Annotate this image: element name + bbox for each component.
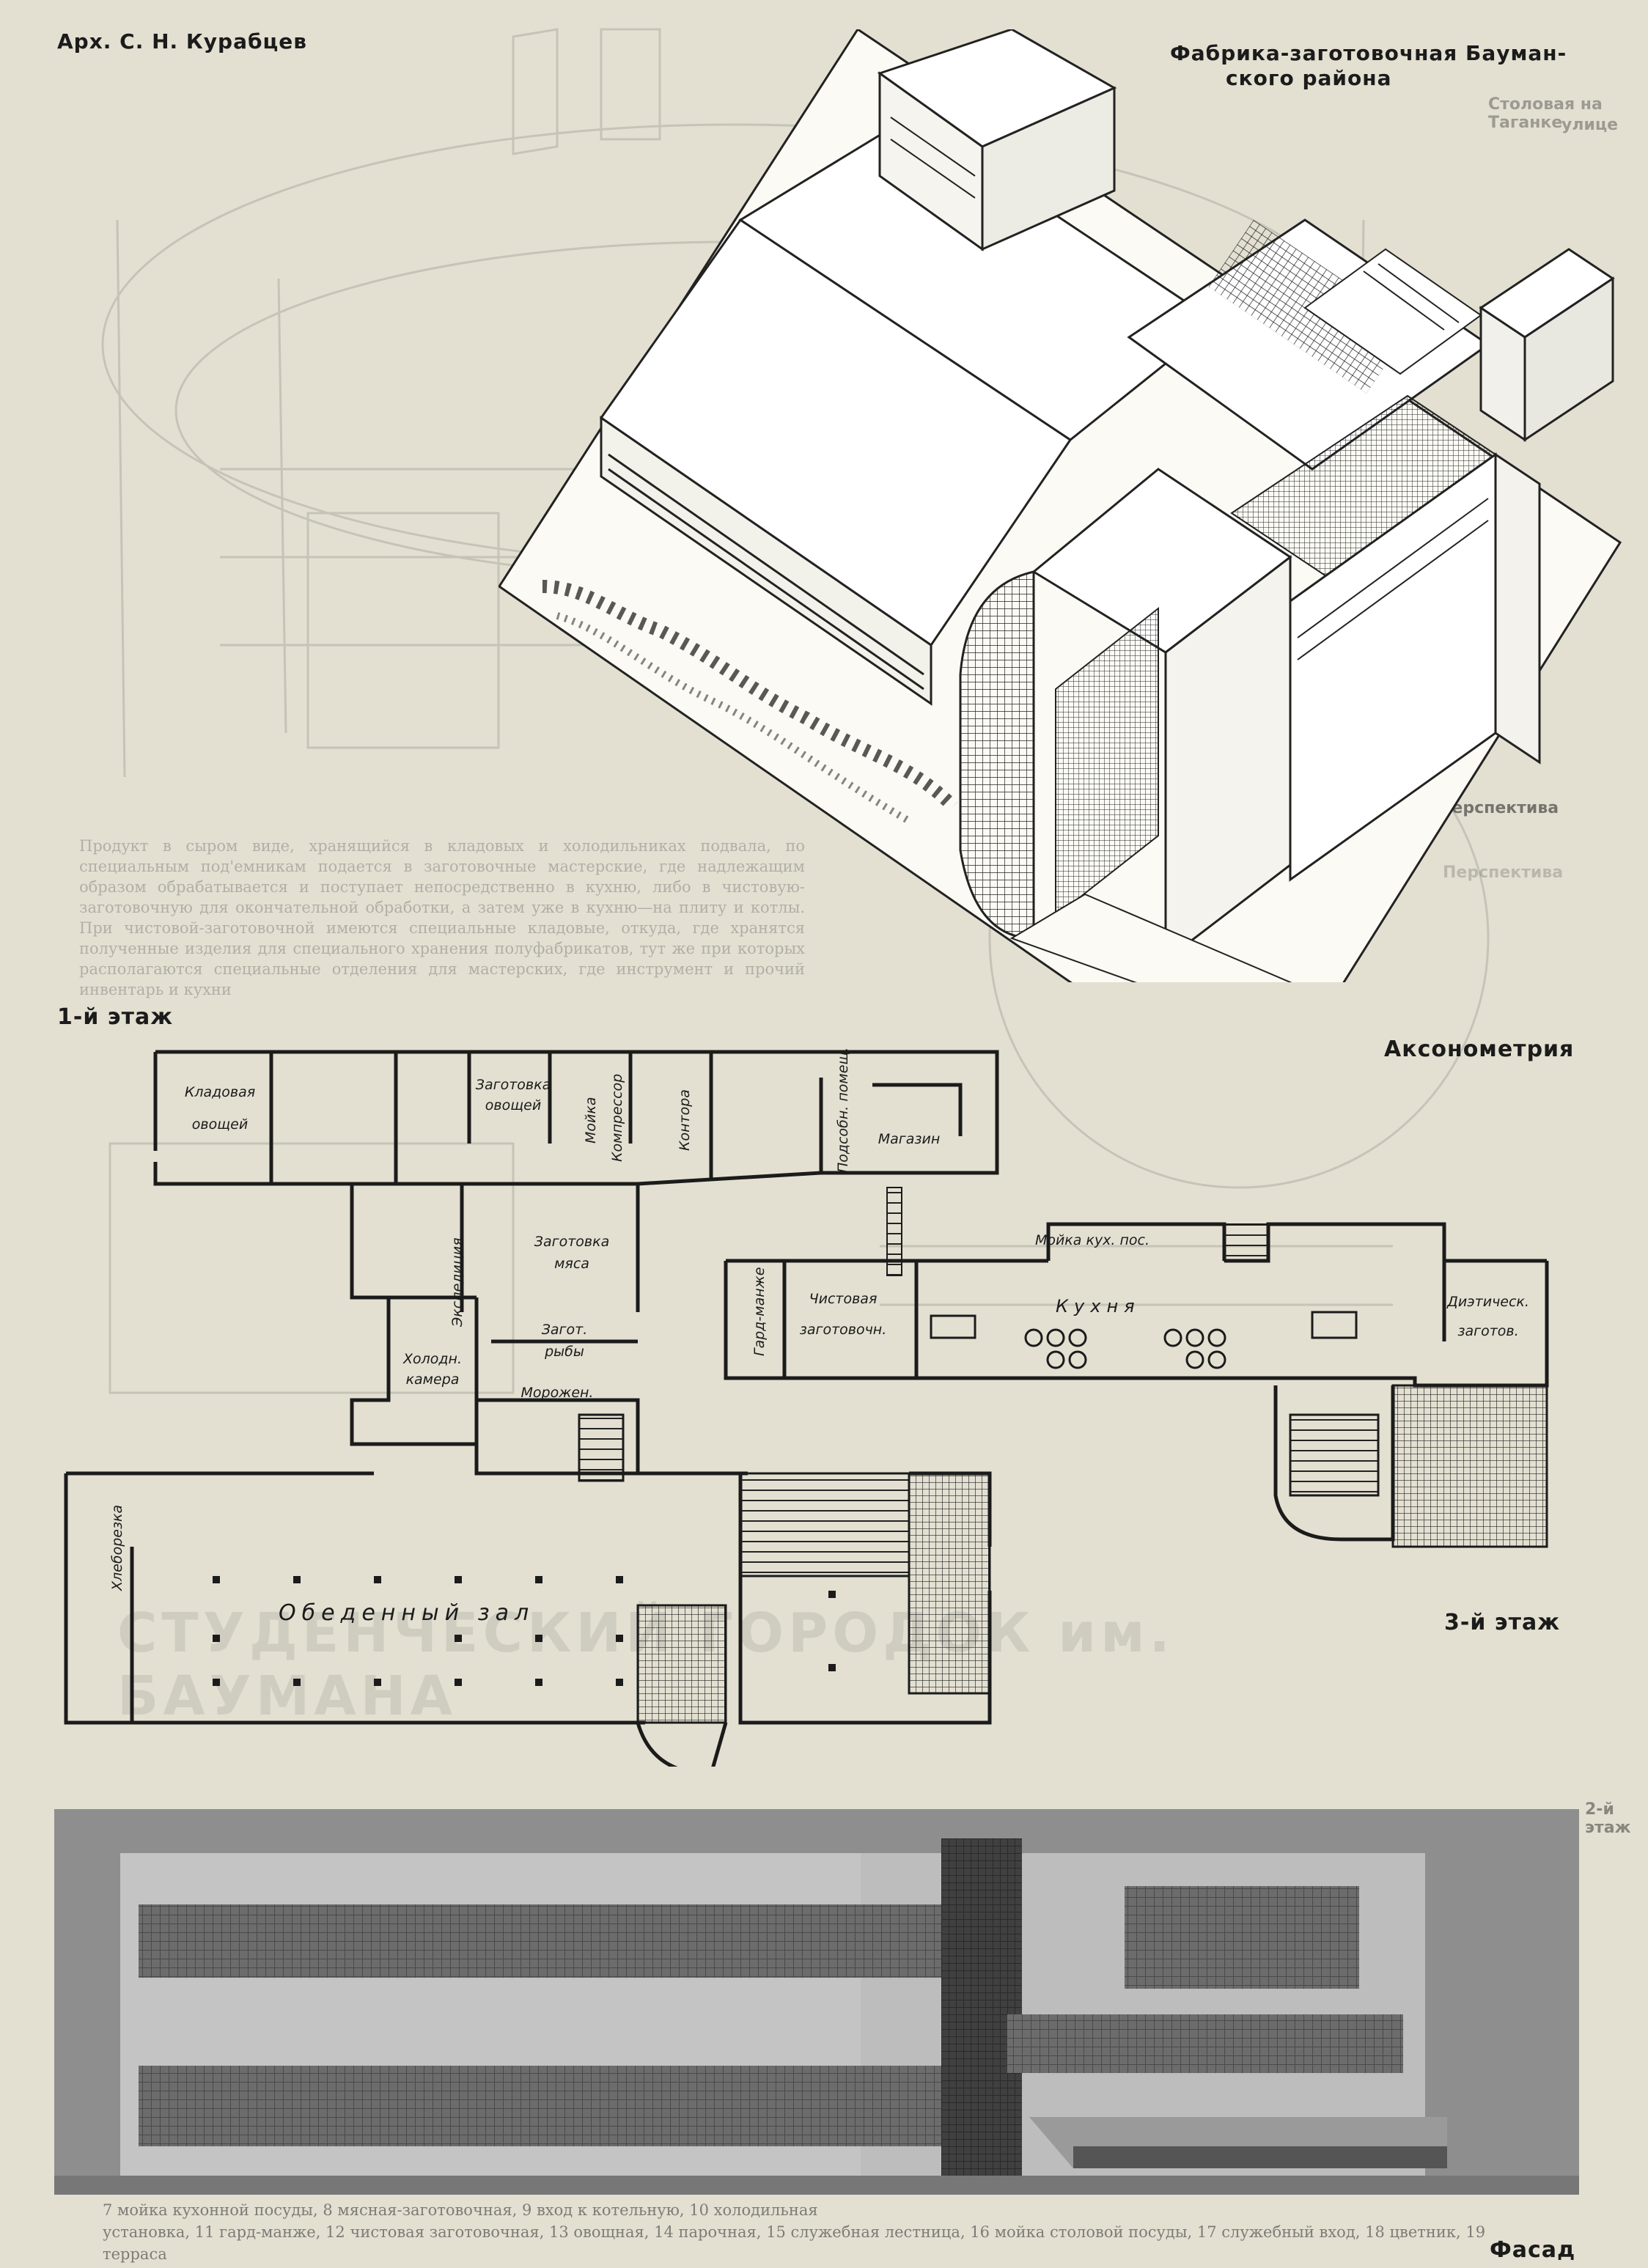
room-holod-2: камера <box>406 1372 460 1388</box>
room-dietich-2: заготов. <box>1457 1323 1518 1339</box>
side-label-perspective-dark: Перспектива <box>1438 799 1559 817</box>
title-heading-line1: Фабрика-заготовочная Бауман- <box>1170 41 1567 65</box>
room-moika: Мойка <box>583 1097 599 1144</box>
side-label-top-right-1: Столовая на Таганке <box>1488 95 1603 132</box>
facade-image <box>54 1809 1579 2195</box>
room-kladovaya-1: Кладовая <box>185 1084 255 1100</box>
room-gard-manzhe: Гард-манже <box>751 1267 768 1357</box>
room-kladovaya-2: овощей <box>192 1116 248 1133</box>
side-label-floor2-ghost: 2-й этаж <box>1585 1800 1631 1837</box>
ghost-body-paragraph: Продукт в сыром виде, хранящийся в кладо… <box>79 837 805 998</box>
title-heading-line2: ского района <box>1226 66 1392 90</box>
caption-axonometry: Аксонометрия <box>1384 1037 1575 1062</box>
room-chistovaya-1: Чистовая <box>809 1291 878 1307</box>
facade-legend-line2: установка, 11 гард-манже, 12 чистовая за… <box>103 2223 1486 2263</box>
caption-floor1: 1-й этаж <box>57 1004 174 1030</box>
room-kuhnya: Кухня <box>1056 1296 1141 1317</box>
room-podsobn: Подсобн. помещ. <box>835 1048 851 1173</box>
caption-floor3: 3-й этаж <box>1444 1610 1561 1635</box>
room-zagot-ryby-2: рыбы <box>544 1344 584 1360</box>
side-label-top-right-2: улице <box>1561 116 1619 134</box>
room-moika-kuh: Мойка кух. пос. <box>1035 1232 1149 1248</box>
author-heading: Арх. С. Н. Курабцев <box>57 29 307 54</box>
room-holod-1: Холодн. <box>402 1351 462 1367</box>
caption-facade: Фасад <box>1490 2237 1576 2263</box>
side-label-perspective-faint: Перспектива <box>1443 864 1564 882</box>
room-dietich-1: Диэтическ. <box>1446 1294 1529 1310</box>
room-zagot-ovoshch-1: Заготовка <box>476 1077 551 1093</box>
room-zagot-myasa-2: мяса <box>554 1256 589 1272</box>
room-chistovaya-2: заготовочн. <box>800 1322 887 1338</box>
facade-legend-line1: 7 мойка кухонной посуды, 8 мясная-загото… <box>103 2201 818 2219</box>
floor1-plan: Кладовая овощей Заготовка овощей Мойка К… <box>64 1048 999 1767</box>
room-ekspeditsiya: Экспедиция <box>449 1238 466 1328</box>
room-obedenny: Обеденный зал <box>279 1600 534 1626</box>
floor3-plan: Мойка кух. пос. Гард-манже Чистовая заго… <box>724 1222 1549 1548</box>
room-zagot-myasa-1: Заготовка <box>534 1234 609 1250</box>
room-zagot-ryby-1: Загот. <box>542 1322 588 1338</box>
room-hleborezka: Хлеборезка <box>109 1505 125 1591</box>
room-kontora: Контора <box>677 1089 693 1151</box>
axonometry-drawing <box>499 29 1622 982</box>
room-magazin: Магазин <box>878 1131 941 1147</box>
room-morozhen: Морожен. <box>521 1385 594 1401</box>
room-kompressor: Компрессор <box>609 1074 625 1162</box>
room-zagot-ovoshch-2: овощей <box>485 1097 541 1113</box>
